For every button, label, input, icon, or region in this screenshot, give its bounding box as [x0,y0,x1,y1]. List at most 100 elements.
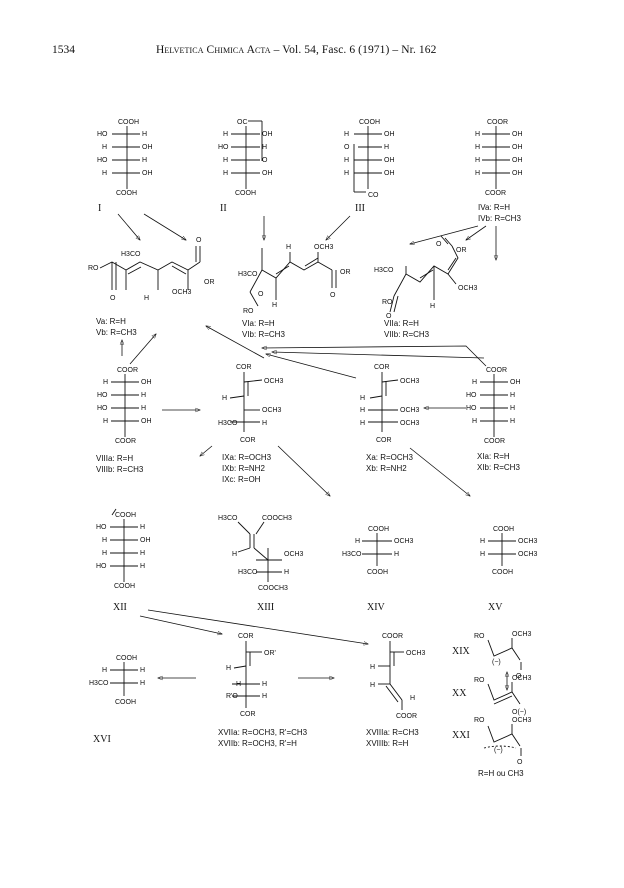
svg-text:OCH3: OCH3 [400,378,420,385]
svg-text:H: H [140,680,145,687]
svg-text:H: H [226,665,231,672]
svg-text:H: H [103,379,108,386]
svg-text:H: H [144,295,149,302]
svg-text:COOH: COOH [116,190,137,197]
svg-text:OCH3: OCH3 [518,538,538,545]
svg-text:H: H [344,131,349,138]
compound-numeral: XX [452,688,467,699]
svg-text:H: H [141,405,146,412]
svg-text:H: H [510,418,515,425]
svg-text:OCH3: OCH3 [512,675,532,682]
svg-text:H: H [262,144,267,151]
compound-label: VIb: R=CH3 [242,330,285,339]
compound-label: VIa: R=H [242,319,275,328]
svg-text:H3CO: H3CO [238,569,258,576]
compound-XVII: COR OR' H R'O H H H COR XVIIa: R=OCH3, R… [218,633,308,748]
svg-text:OR: OR [204,279,215,286]
svg-text:OH: OH [141,418,152,425]
compound-numeral: XV [488,602,503,613]
svg-text:OH: OH [141,379,152,386]
svg-text:COOH: COOH [359,119,380,126]
compound-numeral: XVI [93,734,111,745]
svg-text:OH: OH [512,170,523,177]
svg-text:OH: OH [512,157,523,164]
svg-text:COOR: COOR [382,633,403,640]
svg-text:H: H [472,418,477,425]
compound-label: IXc: R=OH [222,475,261,484]
svg-text:H3CO: H3CO [218,420,238,427]
compound-label: IVa: R=H [478,203,510,212]
svg-text:COR: COR [238,633,254,640]
svg-text:COR: COR [374,364,390,371]
svg-text:RO: RO [474,717,485,724]
compound-VII: O OR H3CO OCH3 RO H O VIIa: R=H VIIb: R=… [374,235,478,339]
svg-text:O: O [330,292,336,299]
svg-text:H3CO: H3CO [238,271,258,278]
svg-text:OH: OH [384,170,395,177]
svg-text:COOR: COOR [396,713,417,720]
compound-numeral: I [98,203,101,214]
svg-text:H: H [272,302,277,309]
svg-text:H: H [140,667,145,674]
svg-text:H: H [480,538,485,545]
svg-text:OH: OH [262,131,273,138]
svg-text:H: H [370,664,375,671]
svg-text:OH: OH [140,537,151,544]
compound-numeral: XIV [367,602,386,613]
svg-text:RO: RO [474,677,485,684]
svg-text:H: H [475,131,480,138]
compound-label: VIIb: R=CH3 [384,330,430,339]
compound-X: COR OCH3 H OCH3 OCH3 H H COR Xa: R=OCH3 … [360,364,420,473]
svg-text:RO: RO [243,308,254,315]
compound-label: VIIa: R=H [384,319,419,328]
svg-text:O: O [436,241,442,248]
compound-numeral: II [220,203,227,214]
svg-text:H: H [140,524,145,531]
svg-text:O: O [262,157,268,164]
svg-text:HO: HO [96,524,107,531]
svg-text:HO: HO [97,392,108,399]
svg-text:H3CO: H3CO [218,515,238,522]
compound-numeral: XIX [452,646,471,657]
svg-text:OCH3: OCH3 [518,551,538,558]
svg-text:H3CO: H3CO [121,251,141,258]
compound-numeral: XXI [452,730,470,741]
compound-label: XIa: R=H [477,452,510,461]
svg-text:H3CO: H3CO [374,267,394,274]
compound-label: XVIIIa: R=CH3 [366,728,419,737]
svg-text:COOH: COOH [118,119,139,126]
svg-text:HO: HO [466,405,477,412]
compound-VI: H OCH3 H3CO H OR RO O O VIa: R=H VIb: R=… [238,244,351,339]
svg-text:H: H [284,569,289,576]
svg-text:HO: HO [97,405,108,412]
svg-text:H: H [102,550,107,557]
compound-label: XIb: R=CH3 [477,463,520,472]
svg-text:H: H [394,551,399,558]
svg-text:OH: OH [262,170,273,177]
svg-text:H: H [222,395,227,402]
svg-text:OCH3: OCH3 [458,285,478,292]
compound-numeral: XII [113,602,127,613]
svg-text:OH: OH [384,131,395,138]
svg-text:H: H [360,420,365,427]
compound-numeral: III [355,203,365,214]
svg-text:COOR: COOR [485,190,506,197]
svg-text:COOH: COOH [114,583,135,590]
svg-text:H: H [102,667,107,674]
svg-text:OH: OH [510,379,521,386]
svg-text:H: H [472,379,477,386]
svg-text:OR: OR [340,269,351,276]
compound-label: XVIIIb: R=H [366,739,409,748]
svg-text:H: H [141,392,146,399]
svg-text:H: H [262,693,267,700]
svg-text:H: H [232,551,237,558]
svg-text:H: H [510,405,515,412]
compound-XIII: H3CO COOCH3 H OCH3 H3CO H COOCH3 XIII [218,515,304,613]
svg-text:RO: RO [88,265,99,272]
